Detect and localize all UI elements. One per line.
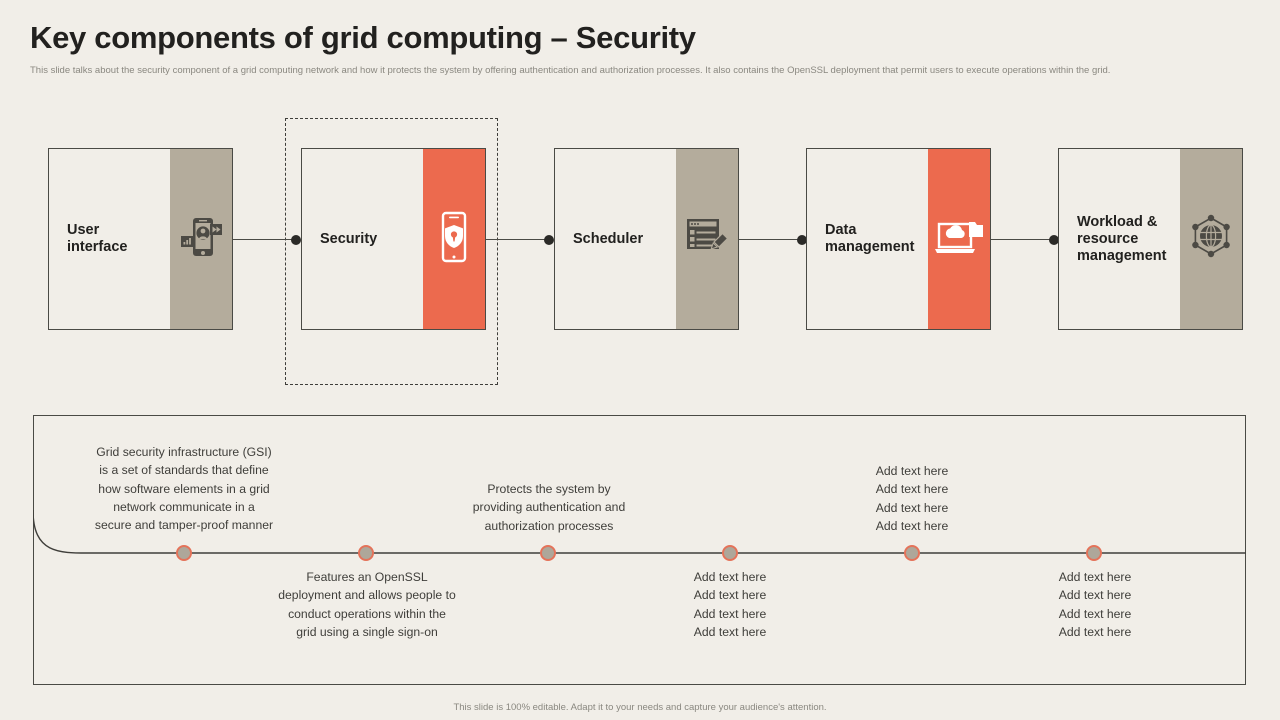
- timeline-marker-6[interactable]: [1086, 545, 1102, 561]
- connector-dot-4: [1049, 234, 1059, 245]
- flow-node-security[interactable]: Security: [301, 148, 486, 330]
- timeline-marker-3[interactable]: [540, 545, 556, 561]
- flow-node-icon-strip: [928, 149, 990, 329]
- page-subtitle: This slide talks about the security comp…: [30, 65, 1111, 76]
- mobile-user-interface-icon: [179, 212, 223, 267]
- flow-node-label: User interface: [67, 222, 128, 255]
- timeline-marker-4[interactable]: [722, 545, 738, 561]
- timeline-marker-5[interactable]: [904, 545, 920, 561]
- flow-node-user-interface[interactable]: User interface: [48, 148, 233, 330]
- timeline-text-4: Add text here Add text here Add text her…: [693, 570, 767, 639]
- timeline-text-1: Grid security infrastructure (GSI) is a …: [94, 445, 274, 533]
- mobile-shield-lock-icon: [434, 209, 474, 270]
- flow-node-icon-strip: [423, 149, 485, 329]
- flow-node-data-management[interactable]: Data management: [806, 148, 991, 330]
- connector-3: [739, 239, 801, 241]
- timeline-text-3: Protects the system by providing authent…: [472, 482, 626, 533]
- timeline-text-6: Add text here Add text here Add text her…: [1058, 570, 1132, 639]
- timeline-text-5: Add text here Add text here Add text her…: [875, 464, 949, 533]
- flow-node-scheduler[interactable]: Scheduler: [554, 148, 739, 330]
- flow-node-workload-resource-management[interactable]: Workload & resource management: [1058, 148, 1243, 330]
- connector-2: [486, 239, 548, 241]
- page-title: Key components of grid computing – Secur…: [30, 20, 696, 55]
- flow-node-icon-strip: [676, 149, 738, 329]
- connector-4: [991, 239, 1053, 241]
- component-flow: User interface: [0, 110, 1280, 400]
- highlight-dashed-frame-security: [285, 118, 498, 385]
- checklist-pencil-icon: [684, 214, 730, 265]
- timeline-marker-2[interactable]: [358, 545, 374, 561]
- timeline-panel: [33, 415, 1246, 685]
- flow-node-icon-strip: [170, 149, 232, 329]
- flow-node-label: Security: [320, 230, 378, 247]
- flow-node-icon-strip: [1180, 149, 1242, 329]
- timeline-axis: [33, 509, 1246, 554]
- timeline-marker-1[interactable]: [176, 545, 192, 561]
- connector-dot-3: [797, 234, 807, 245]
- flow-node-label: Data management: [825, 222, 915, 255]
- flow-node-label: Workload & resource management: [1077, 213, 1167, 264]
- connector-dot-2: [544, 234, 554, 245]
- connector-dot-1: [291, 234, 301, 245]
- flow-node-label: Scheduler: [573, 230, 644, 247]
- connector-1: [233, 239, 295, 241]
- laptop-cloud-folder-icon: [933, 214, 985, 265]
- footer-note: This slide is 100% editable. Adapt it to…: [453, 702, 827, 713]
- globe-network-icon: [1187, 213, 1235, 266]
- timeline-text-2: Features an OpenSSL deployment and allow…: [278, 570, 456, 639]
